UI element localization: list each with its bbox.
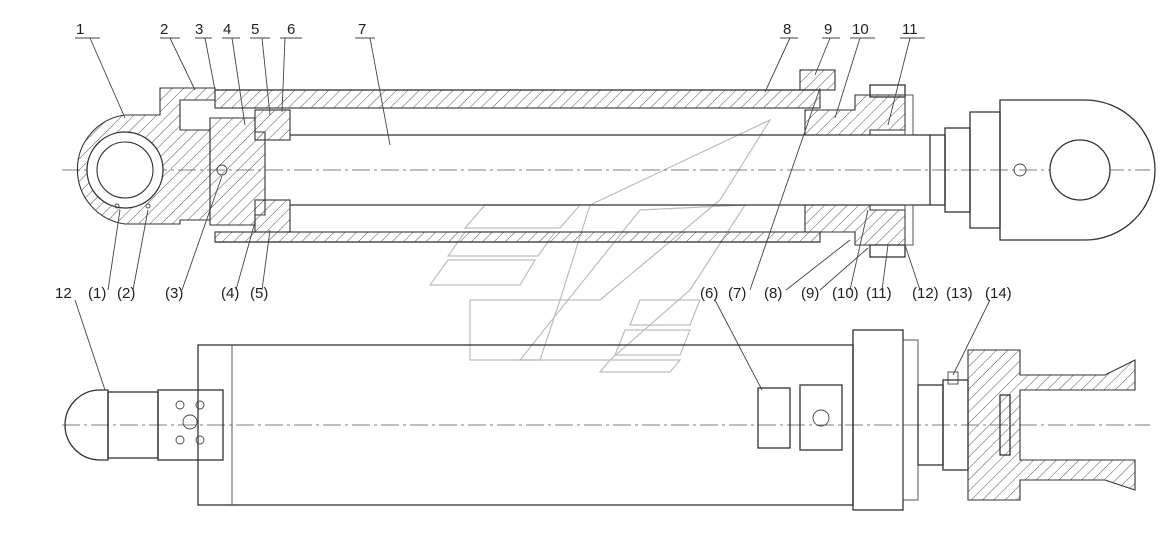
label-paren-4: (4) xyxy=(221,285,239,302)
top-section-view xyxy=(62,69,1156,258)
label-paren-3: (3) xyxy=(165,285,183,302)
label-paren-6: (6) xyxy=(700,285,718,302)
part-number-labels: 1 2 3 4 5 6 7 8 9 10 11 (1) (2) (3) (4) … xyxy=(55,21,1012,302)
label-paren-1: (1) xyxy=(88,285,106,302)
watermark-logo xyxy=(428,118,772,373)
label-paren-12: (12) xyxy=(912,285,939,302)
label-9: 9 xyxy=(824,21,832,38)
label-5: 5 xyxy=(251,21,259,38)
label-paren-10: (10) xyxy=(832,285,859,302)
top-leader-lines xyxy=(75,37,925,146)
label-6: 6 xyxy=(287,21,295,38)
label-paren-2: (2) xyxy=(117,285,135,302)
label-12: 12 xyxy=(55,285,72,302)
label-8: 8 xyxy=(783,21,791,38)
label-paren-9: (9) xyxy=(801,285,819,302)
label-paren-14: (14) xyxy=(985,285,1012,302)
bottom-leader-lines xyxy=(74,87,991,391)
label-paren-8: (8) xyxy=(764,285,782,302)
label-paren-5: (5) xyxy=(250,285,268,302)
label-2: 2 xyxy=(160,21,168,38)
label-10: 10 xyxy=(852,21,869,38)
label-paren-11: (11) xyxy=(866,285,892,302)
label-4: 4 xyxy=(223,21,231,38)
label-paren-13: (13) xyxy=(946,285,973,302)
label-3: 3 xyxy=(195,21,203,38)
label-7: 7 xyxy=(358,21,366,38)
label-paren-7: (7) xyxy=(728,285,746,302)
label-11: 11 xyxy=(902,21,918,38)
label-1: 1 xyxy=(76,21,84,38)
bottom-outline-view xyxy=(62,329,1150,511)
